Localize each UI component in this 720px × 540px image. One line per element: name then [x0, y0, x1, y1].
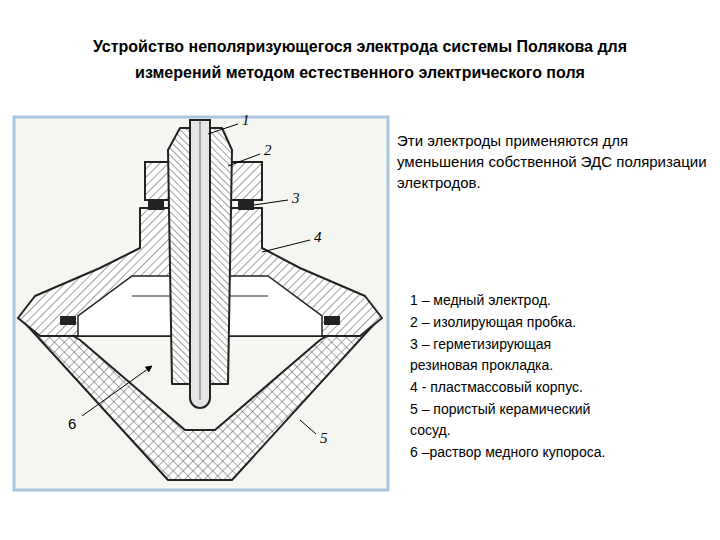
callout-number: 5	[319, 430, 329, 446]
rubber-gasket	[148, 200, 164, 210]
rubber-gasket	[60, 316, 76, 325]
rubber-gasket	[324, 316, 340, 325]
page-title: Устройство неполяризующегося электрода с…	[82, 34, 638, 86]
note-text: Эти электроды применяются для уменьшения…	[397, 130, 715, 193]
electrode-axis	[200, 120, 201, 400]
figure-frame	[14, 117, 388, 490]
rubber-gasket	[238, 200, 254, 210]
callout-number: 4	[313, 229, 323, 245]
legend-item: 3 – герметизирующая резиновая прокладка.	[410, 334, 610, 376]
leader-lines	[82, 124, 316, 434]
legend-item: 5 – пористый керамический сосуд.	[410, 399, 625, 441]
callout-number: 1	[241, 112, 251, 128]
legend-item: 2 – изолирующая пробка.	[410, 312, 710, 333]
callout-number: 2	[263, 142, 273, 158]
callout-number: 6	[68, 416, 76, 432]
legend-item: 1 – медный электрод.	[410, 290, 710, 311]
copper-electrode	[190, 120, 210, 408]
legend-item: 4 - пластмассовый корпус.	[410, 377, 710, 398]
legend-item: 6 –раствор медного купороса.	[410, 442, 710, 463]
callout-number: 3	[291, 190, 301, 206]
